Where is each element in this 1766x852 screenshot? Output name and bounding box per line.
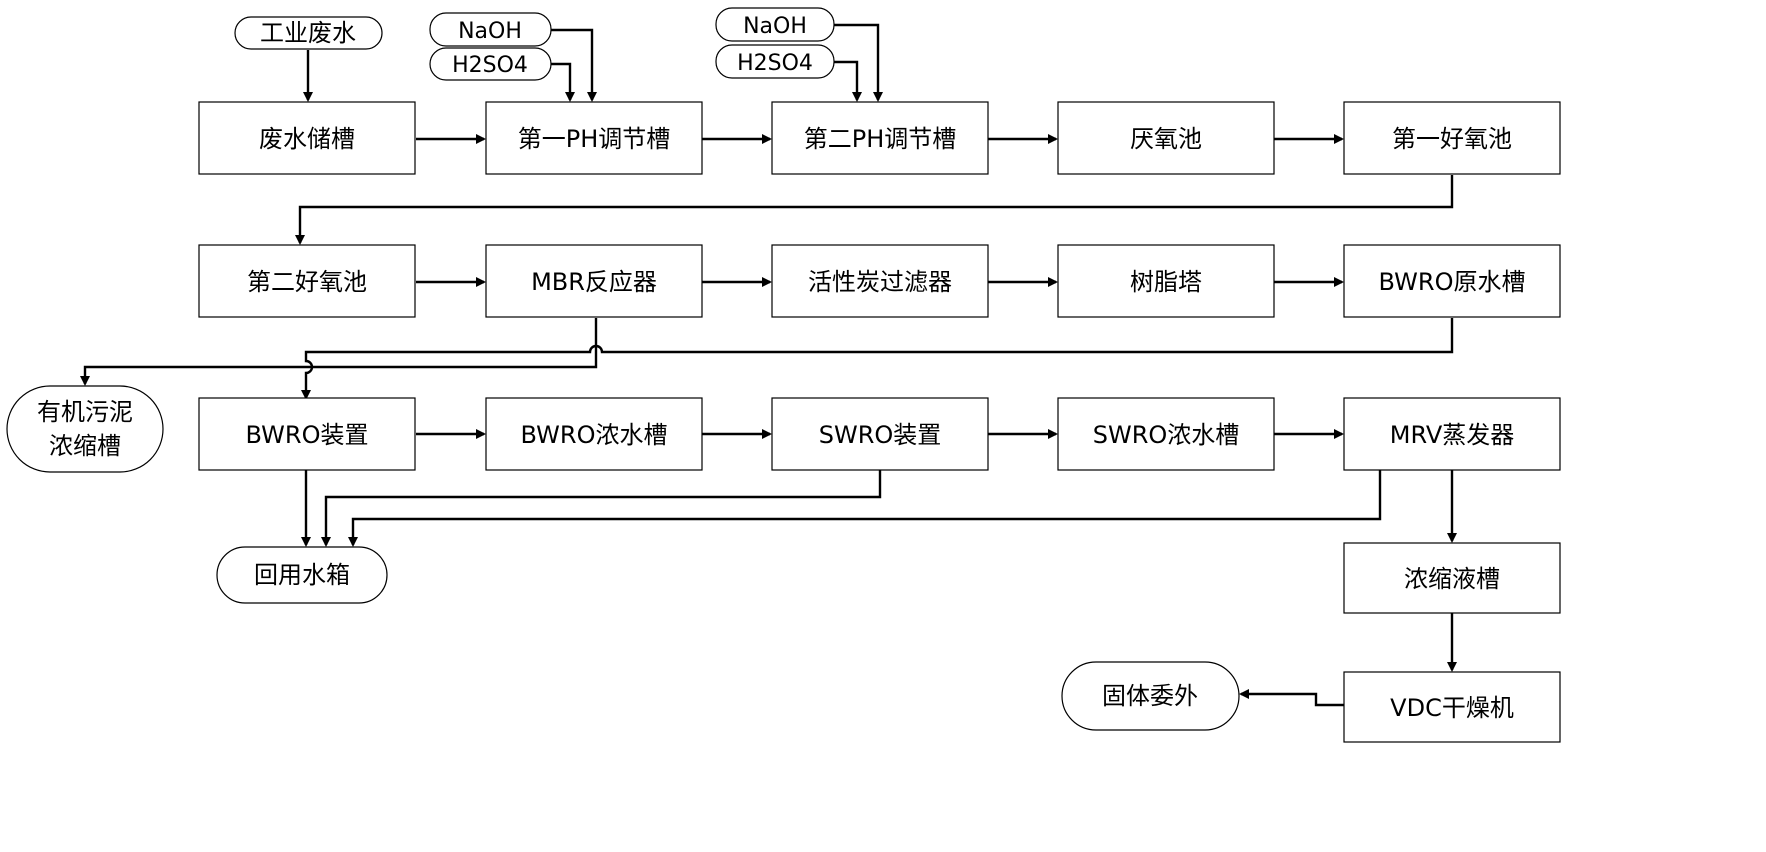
arrow-naoh2-to-ph2 [834, 23, 883, 102]
first-aerobic-tank-label: 第一好氧池 [1392, 125, 1512, 153]
node-mrv-evaporator: MRV蒸发器 [1343, 397, 1561, 471]
arrow-swrounit-to-reuse [321, 470, 882, 547]
bwro-unit-label: BWRO装置 [246, 421, 369, 449]
node-second-ph-adjust-tank: 第二PH调节槽 [771, 101, 989, 175]
swro-unit-label: SWRO装置 [819, 421, 942, 449]
node-vdc-dryer: VDC干燥机 [1343, 671, 1561, 743]
second-ph-adjust-tank-label: 第二PH调节槽 [804, 125, 957, 153]
node-wastewater-storage-tank: 废水储槽 [198, 101, 416, 175]
swro-concentrate-tank-label: SWRO浓水槽 [1093, 421, 1240, 449]
arrow-bwroraw-to-bwrounit [301, 318, 1454, 400]
node-h2so4-1: H2SO4 [429, 47, 552, 81]
vdc-dryer-label: VDC干燥机 [1390, 694, 1514, 722]
node-resin-tower: 树脂塔 [1057, 244, 1275, 318]
node-first-aerobic-tank: 第一好氧池 [1343, 101, 1561, 175]
node-bwro-concentrate-tank: BWRO浓水槽 [485, 397, 703, 471]
node-swro-unit: SWRO装置 [771, 397, 989, 471]
arrow-mrv-to-reuse [348, 470, 1382, 547]
node-organic-sludge-thickener: 有机污泥 浓缩槽 [6, 385, 164, 473]
wastewater-storage-tank-label: 废水储槽 [259, 125, 355, 153]
naoh-1-label: NaOH [458, 19, 522, 44]
mrv-evaporator-label: MRV蒸发器 [1390, 421, 1515, 449]
node-swro-concentrate-tank: SWRO浓水槽 [1057, 397, 1275, 471]
node-h2so4-2: H2SO4 [715, 44, 835, 79]
arrow-h2so42-to-ph2 [834, 60, 862, 102]
bwro-raw-water-tank-label: BWRO原水槽 [1379, 268, 1526, 296]
organic-sludge-thickener-label-line1: 有机污泥 [37, 398, 133, 426]
industrial-wastewater-label: 工业废水 [260, 19, 356, 47]
arrow-mbr-to-sludge [80, 318, 598, 386]
node-naoh-1: NaOH [429, 12, 552, 47]
mbr-reactor-label: MBR反应器 [531, 268, 657, 296]
concentrate-tank-label: 浓缩液槽 [1404, 565, 1500, 593]
arrow-naoh1-to-ph1 [551, 28, 597, 102]
node-second-aerobic-tank: 第二好氧池 [198, 244, 416, 318]
node-bwro-raw-water-tank: BWRO原水槽 [1343, 244, 1561, 318]
arrow-aerobic1-to-aerobic2 [295, 175, 1454, 245]
arrow-h2so41-to-ph1 [551, 62, 575, 102]
node-bwro-unit: BWRO装置 [198, 397, 416, 471]
resin-tower-label: 树脂塔 [1130, 268, 1202, 296]
node-naoh-2: NaOH [715, 7, 835, 42]
naoh-2-label: NaOH [743, 14, 807, 39]
node-mbr-reactor: MBR反应器 [485, 244, 703, 318]
h2so4-1-label: H2SO4 [452, 53, 528, 78]
node-first-ph-adjust-tank: 第一PH调节槽 [485, 101, 703, 175]
solid-outsourcing-label: 固体委外 [1102, 682, 1198, 710]
first-ph-adjust-tank-label: 第一PH调节槽 [518, 125, 671, 153]
node-industrial-wastewater: 工业废水 [234, 16, 383, 50]
node-anaerobic-tank: 厌氧池 [1057, 101, 1275, 175]
node-concentrate-tank: 浓缩液槽 [1343, 542, 1561, 614]
arrow-vdc-to-solid [1239, 689, 1344, 707]
bwro-concentrate-tank-label: BWRO浓水槽 [521, 421, 668, 449]
h2so4-2-label: H2SO4 [737, 51, 813, 76]
second-aerobic-tank-label: 第二好氧池 [247, 268, 367, 296]
node-reuse-water-tank: 回用水箱 [216, 546, 388, 604]
anaerobic-tank-label: 厌氧池 [1130, 125, 1202, 153]
reuse-water-tank-label: 回用水箱 [254, 561, 350, 589]
activated-carbon-filter-label: 活性炭过滤器 [808, 268, 952, 296]
organic-sludge-thickener-label-line2: 浓缩槽 [49, 432, 121, 460]
connectors [80, 23, 1457, 707]
node-activated-carbon-filter: 活性炭过滤器 [771, 244, 989, 318]
node-solid-outsourcing: 固体委外 [1061, 661, 1240, 731]
